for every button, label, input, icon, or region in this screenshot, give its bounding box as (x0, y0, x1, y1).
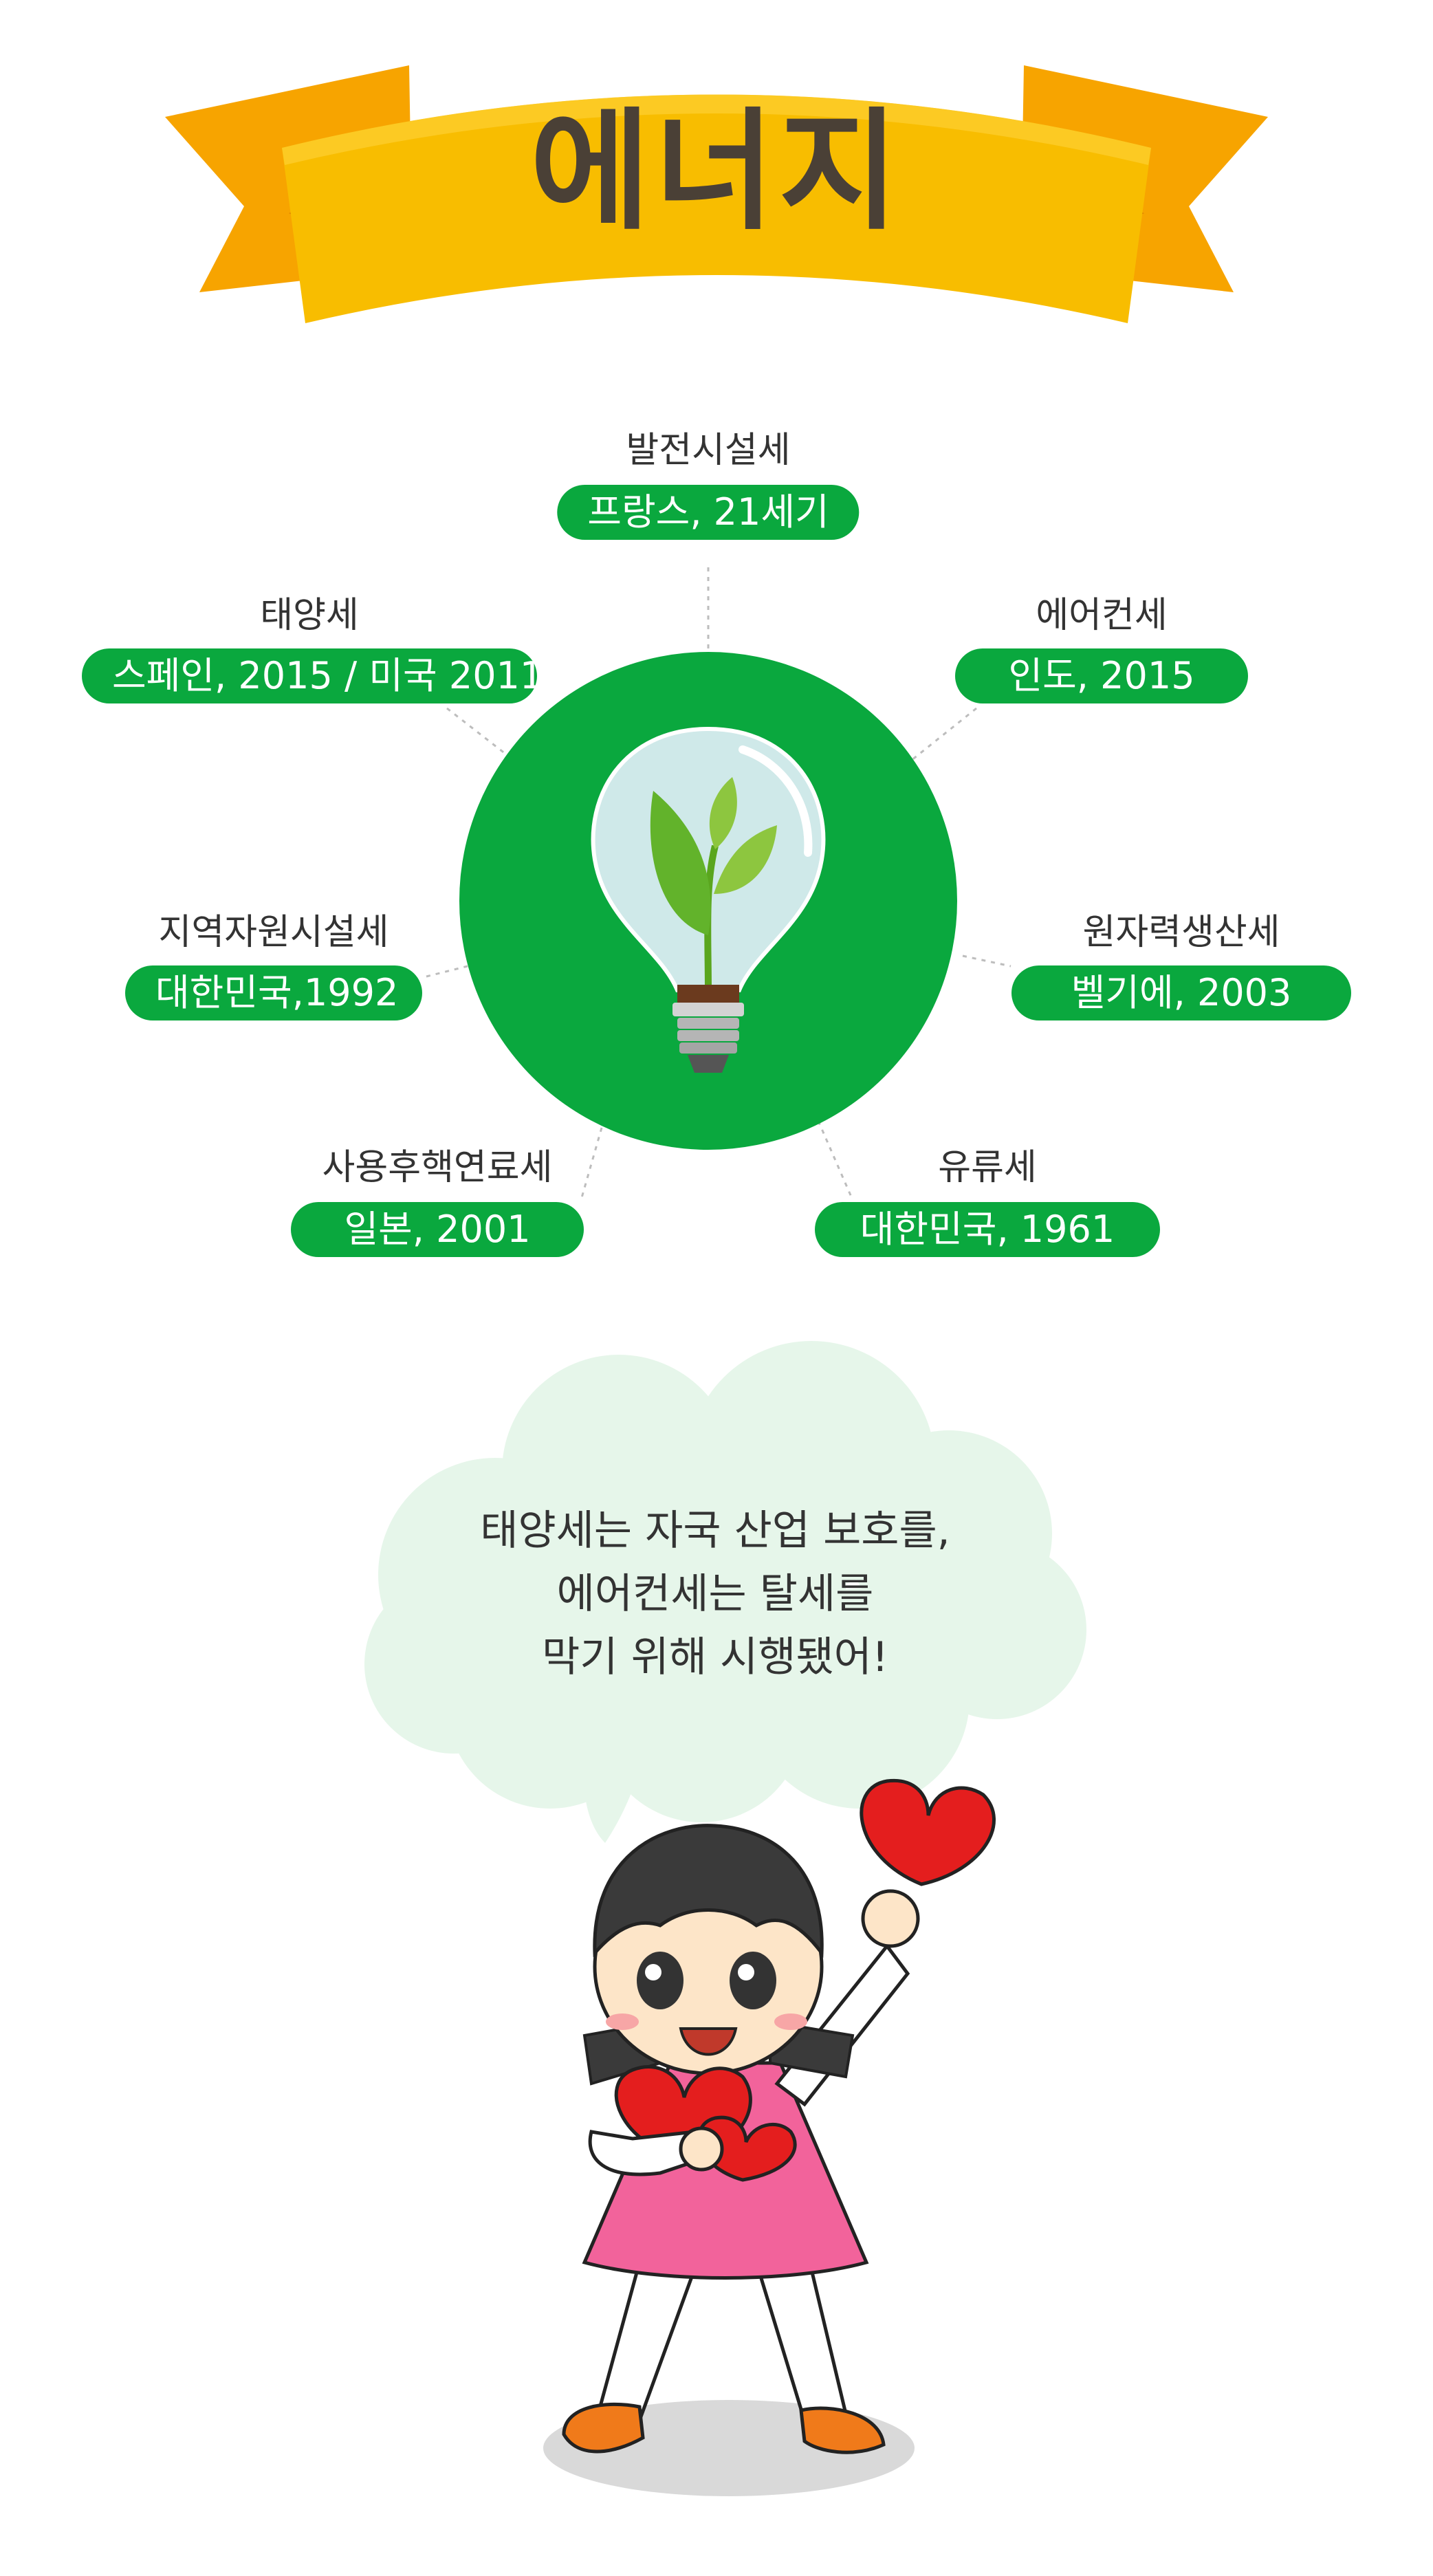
lightbulb-sprout-icon (591, 726, 826, 1073)
tax-name-solar: 태양세 (260, 595, 359, 636)
page-title: 에너지 (529, 96, 904, 248)
tax-name-power-plant: 발전시설세 (626, 430, 791, 471)
tax-origin-regional-resource: 대한민국,1992 (125, 965, 422, 1020)
tax-origin-air-conditioner: 인도, 2015 (955, 648, 1248, 703)
tax-origin-solar: 스페인, 2015 / 미국 2011 (82, 648, 543, 703)
tax-name-spent-fuel: 사용후핵연료세 (322, 1147, 553, 1188)
tax-origin-nuclear-production: 벨기에, 2003 (1011, 965, 1351, 1020)
tax-name-regional-resource: 지역자원시설세 (158, 912, 389, 953)
tax-origin-spent-fuel: 일본, 2001 (291, 1202, 584, 1257)
speech-line: 막기 위해 시행됐어! (542, 1633, 888, 1681)
tax-name-fuel: 유류세 (938, 1147, 1037, 1188)
speech-line: 에어컨세는 탈세를 (556, 1570, 874, 1618)
tax-origin-power-plant: 프랑스, 21세기 (557, 485, 860, 540)
speech-line: 태양세는 자국 산업 보호를, (480, 1507, 950, 1555)
tax-name-nuclear-production: 원자력생산세 (1082, 912, 1280, 953)
tax-origin-fuel: 대한민국, 1961 (815, 1202, 1160, 1257)
tax-diagram (426, 567, 1011, 1201)
speech-text: 태양세는 자국 산업 보호를, 에어컨세는 탈세를 막기 위해 시행됐어! (480, 1499, 950, 1689)
tax-name-air-conditioner: 에어컨세 (1036, 595, 1168, 636)
ribbon-banner (165, 65, 1268, 323)
